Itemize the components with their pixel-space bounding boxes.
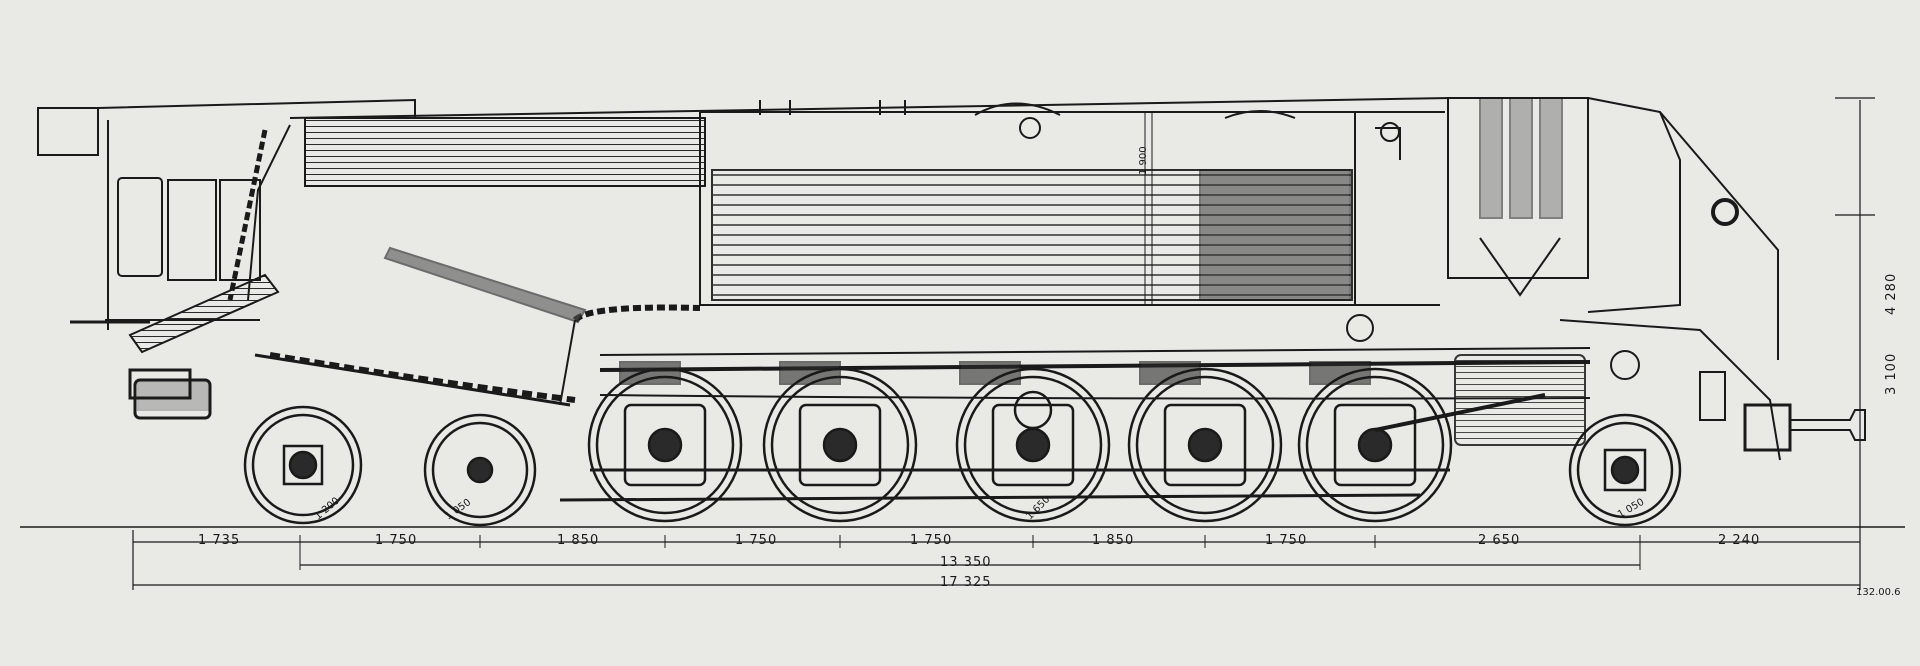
boiler — [289, 97, 1451, 342]
firebox — [128, 117, 706, 407]
spacing-2: 1 750 — [375, 533, 417, 548]
wheelbase-dim: 13 350 — [940, 555, 992, 570]
height-dim-upper: 4 280 — [1884, 273, 1899, 315]
dimension-lines — [20, 97, 1905, 590]
frame — [559, 347, 1591, 502]
wheel-dia-trailing-2: 1 050 — [443, 497, 473, 522]
drawing-ref: 132.00.6 — [1856, 587, 1901, 598]
cab — [37, 98, 416, 420]
spacing-3: 1 850 — [557, 533, 599, 548]
height-dim-lower: 3 100 — [1884, 353, 1899, 395]
leading-wheel — [1568, 413, 1682, 527]
spacing-1: 1 735 — [198, 533, 240, 548]
spacing-8: 2 650 — [1478, 533, 1520, 548]
spacing-6: 1 850 — [1092, 533, 1134, 548]
spacing-5: 1 750 — [910, 533, 952, 548]
spacing-7: 1 750 — [1265, 533, 1307, 548]
spacing-4: 1 750 — [735, 533, 777, 548]
trailing-wheels — [243, 405, 537, 527]
overall-length-dim: 17 325 — [940, 575, 992, 590]
spacing-9: 2 240 — [1718, 533, 1760, 548]
smokebox — [1447, 97, 1866, 461]
driving-wheels — [587, 367, 1546, 523]
boiler-height-dim: 1 900 — [1138, 146, 1149, 175]
